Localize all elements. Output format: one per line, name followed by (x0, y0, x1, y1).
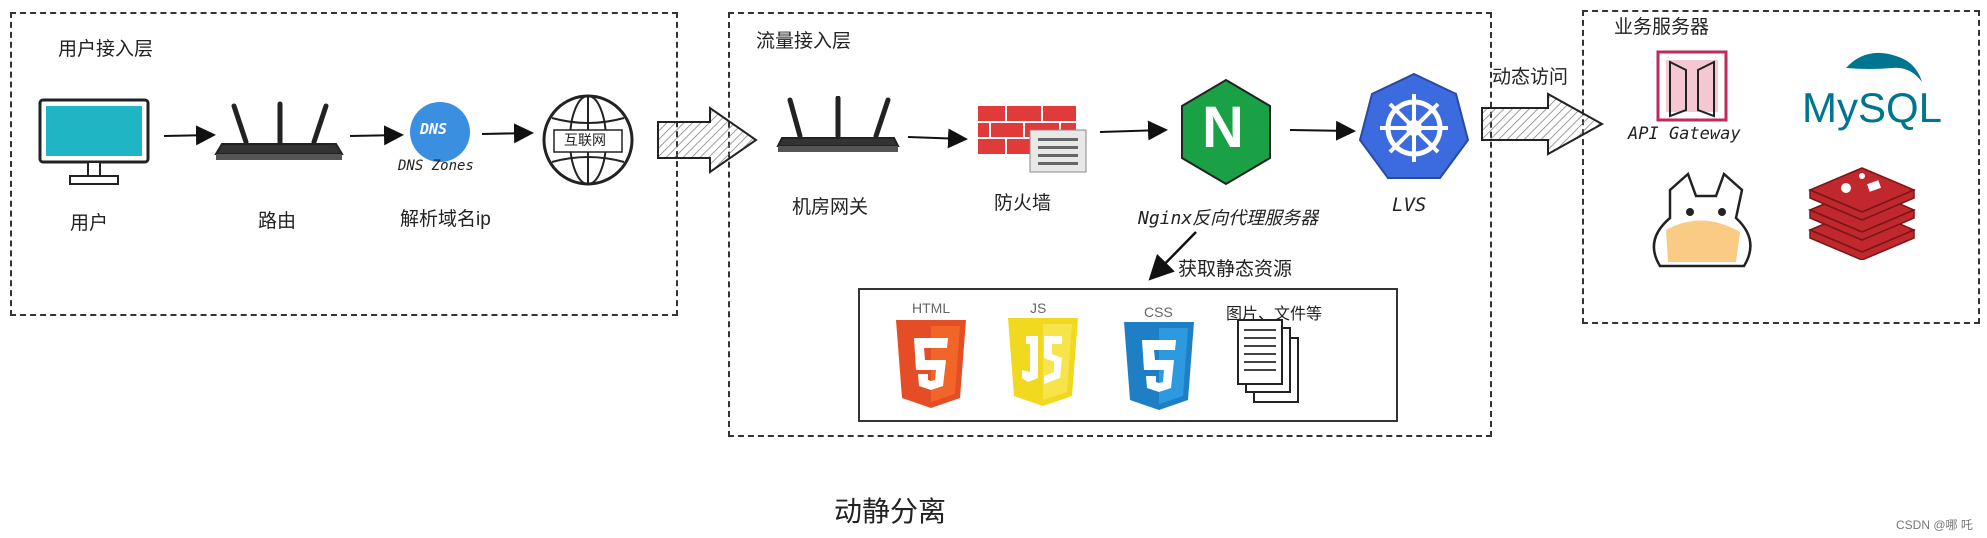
edge-label-dynamic: 动态访问 (1492, 67, 1569, 88)
mysql-icon (1846, 52, 1922, 82)
nginx-letter: N (1202, 95, 1244, 160)
redis-icon (1808, 167, 1916, 260)
firewall-icon (978, 106, 1087, 173)
static-label-js: JS (1030, 300, 1047, 316)
node-label-dns-zones: DNS Zones (398, 158, 474, 174)
monitor-icon (38, 98, 150, 185)
node-label-router: 路由 (258, 211, 297, 232)
traffic-access-group (728, 12, 1492, 437)
node-label-api-gateway: API Gateway (1628, 124, 1741, 144)
node-label-lvs: LVS (1392, 194, 1427, 216)
api-gateway-icon (1656, 50, 1728, 122)
credit-watermark: CSDN @哪 吒 (1896, 518, 1973, 532)
tomcat-icon (1652, 171, 1752, 268)
business-servers-group-title: 业务服务器 (1614, 17, 1710, 38)
css3-icon (1124, 322, 1194, 410)
node-label-internet: 互联网 (564, 132, 606, 148)
user-access-group-title: 用户接入层 (58, 39, 154, 60)
js-icon (1008, 318, 1078, 406)
node-label-user: 用户 (70, 213, 109, 234)
dns-badge-text: DNS (420, 120, 448, 138)
traffic-access-group-title: 流量接入层 (756, 31, 852, 52)
html5-icon (896, 320, 966, 408)
node-label-mysql: MySQL (1802, 84, 1943, 131)
node-label-firewall: 防火墙 (994, 193, 1052, 214)
nginx-icon (1181, 78, 1271, 186)
node-label-nginx: Nginx反向代理服务器 (1138, 208, 1319, 229)
node-label-gateway: 机房网关 (792, 197, 869, 218)
globe-icon (542, 94, 634, 186)
kubernetes-icon (1358, 72, 1470, 179)
static-label-html: HTML (912, 300, 951, 316)
static-resources-box (858, 288, 1398, 422)
node-label-dns-resolve: 解析域名ip (400, 209, 491, 230)
business-servers-group (1582, 10, 1980, 324)
edge-label-static: 获取静态资源 (1178, 259, 1293, 280)
diagram-caption: 动静分离 (834, 496, 947, 527)
dns-icon (410, 102, 470, 162)
gateway-icon (776, 96, 900, 152)
static-label-files: 图片、文件等 (1226, 306, 1323, 323)
router-icon (214, 101, 344, 160)
static-label-css: CSS (1144, 304, 1173, 320)
documents-icon (1237, 319, 1299, 403)
